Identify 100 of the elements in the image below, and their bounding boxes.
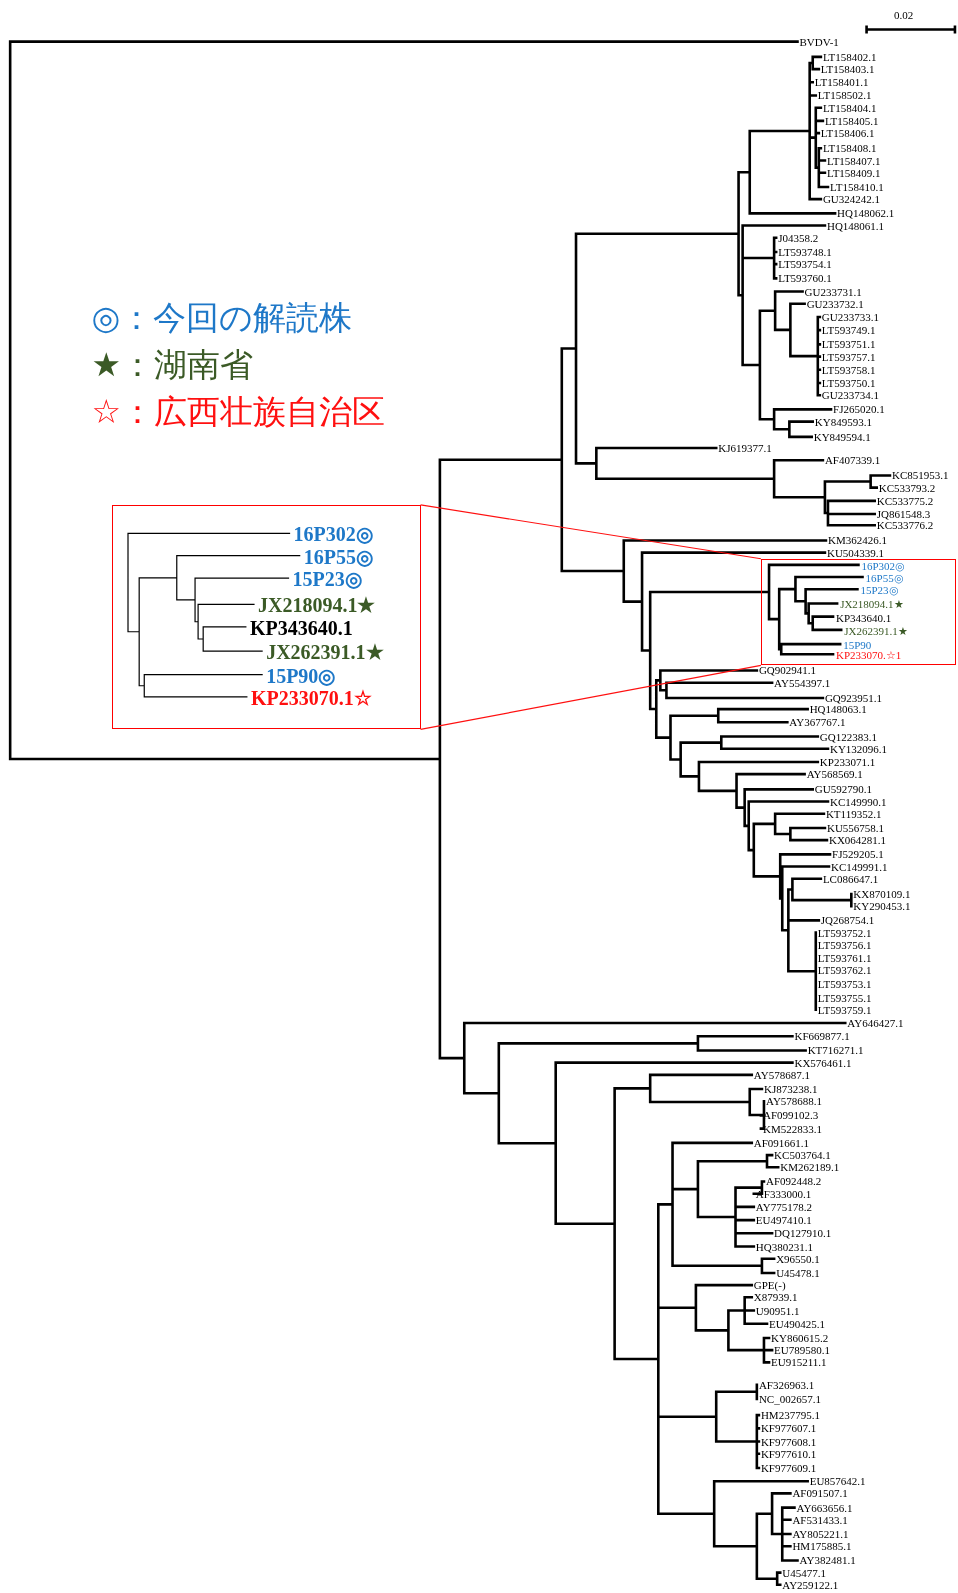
taxon-label: KC533793.2 (878, 482, 936, 494)
taxon-label: KF669877.1 (794, 1030, 850, 1042)
zoom-line (420, 664, 762, 730)
taxon-label: LT593754.1 (778, 258, 832, 270)
taxon-label: KX064281.1 (828, 834, 887, 846)
taxon-label: KY849593.1 (814, 416, 872, 428)
taxon-label: LT158402.1 (822, 51, 877, 63)
taxon-label: LT158502.1 (817, 90, 872, 101)
taxon-label: 16P55◎ (303, 546, 373, 567)
taxon-label: U45477.1 (782, 1567, 826, 1579)
taxon-label: AF531433.1 (792, 1514, 848, 1526)
taxon-label: LT593755.1 (817, 992, 872, 1004)
taxon-label: KU556758.1 (826, 822, 885, 834)
taxon-label: LT593752.1 (817, 927, 872, 939)
taxon-label: AY367767.1 (789, 716, 846, 728)
taxon-label: AY646427.1 (847, 1017, 904, 1029)
taxon-label: LT593759.1 (817, 1004, 872, 1016)
taxon-label: KF977607.1 (760, 1422, 817, 1434)
legend-text: ◎：今回の解読株 (91, 300, 353, 334)
taxon-label: AF326963.1 (758, 1379, 815, 1391)
taxon-label: KM362426.1 (827, 534, 887, 546)
taxon-label: J04358.2 (778, 232, 819, 244)
taxon-label: 16P55◎ (865, 572, 904, 584)
taxon-label: LT158406.1 (820, 127, 875, 139)
taxon-label: LT593760.1 (778, 272, 832, 284)
taxon-label: LT158409.1 (826, 167, 881, 179)
taxon-label: HM237795.1 (760, 1409, 820, 1421)
taxon-label: KX576461.1 (794, 1057, 852, 1069)
taxon-label: AF091507.1 (792, 1487, 848, 1499)
taxon-label: EU857642.1 (809, 1475, 866, 1487)
taxon-label: FJ529205.1 (832, 848, 884, 860)
taxon-label: LT593756.1 (817, 939, 872, 951)
taxon-label: KM522833.1 (762, 1123, 822, 1135)
taxon-label: JQ861548.3 (876, 508, 931, 520)
taxon-label: EU789580.1 (774, 1344, 831, 1356)
taxon-label: U90951.1 (755, 1305, 800, 1316)
taxon-label: LT158410.1 (830, 181, 884, 193)
taxon-label: AY775178.2 (755, 1201, 812, 1213)
taxon-label: GQ923951.1 (824, 692, 883, 704)
taxon-label: KP233070.1☆ (250, 687, 372, 708)
taxon-label: LT158405.1 (824, 115, 879, 127)
taxon-label: KP343640.1 (249, 617, 353, 638)
taxon-label: AY805221.1 (792, 1528, 849, 1540)
taxon-label: AF091661.1 (753, 1137, 810, 1149)
taxon-label: KY290453.1 (853, 900, 911, 912)
taxon-label: LT593762.1 (817, 964, 872, 976)
taxon-label: BVDV-1 (799, 36, 839, 48)
taxon-label: EU497410.1 (755, 1214, 812, 1226)
taxon-label: KC149990.1 (830, 796, 887, 808)
taxon-label: LT593757.1 (821, 351, 876, 363)
taxon-label: JX262391.1★ (266, 642, 384, 663)
zoom-line (420, 504, 762, 560)
zoom-box (111, 504, 421, 730)
taxon-label: AY663656.1 (796, 1502, 853, 1514)
taxon-label: GU233731.1 (804, 286, 862, 298)
taxon-label: LT158404.1 (822, 102, 877, 114)
taxon-label: LT158408.1 (822, 142, 877, 154)
taxon-label: KC533776.2 (876, 519, 934, 531)
taxon-label: AY382481.1 (799, 1554, 856, 1566)
taxon-label: JQ268754.1 (820, 914, 875, 926)
taxon-label: U45478.1 (776, 1267, 820, 1279)
taxon-label: KT119352.1 (825, 808, 882, 820)
taxon-label: KY860615.2 (771, 1332, 829, 1344)
taxon-label: 15P90◎ (266, 665, 336, 686)
taxon-label: HQ148063.1 (809, 703, 867, 715)
taxon-label: GQ902941.1 (758, 665, 816, 676)
taxon-label: DQ127910.1 (774, 1227, 832, 1239)
taxon-label: 16P302◎ (861, 560, 906, 572)
taxon-label: GQ122383.1 (819, 731, 877, 743)
taxon-label: GU233733.1 (821, 311, 879, 323)
zoom-box (760, 558, 956, 666)
taxon-label: LT593753.1 (817, 978, 872, 990)
legend-text: ☆：広西壮族自治区 (91, 394, 385, 428)
taxon-label: GPE(-) (753, 1279, 786, 1291)
taxon-label: KC851953.1 (891, 469, 949, 481)
taxon-label: AF092448.2 (766, 1176, 822, 1187)
taxon-label: LT593750.1 (821, 377, 876, 389)
taxon-label: AY578687.1 (753, 1069, 810, 1081)
scale-label: 0.02 (894, 9, 914, 21)
taxon-label: KF977609.1 (760, 1462, 817, 1474)
taxon-label: LT158407.1 (826, 155, 881, 166)
taxon-label: KP343640.1 (836, 612, 892, 624)
legend-text: ★：湖南省 (91, 347, 253, 381)
taxon-label: KP233070.☆1 (836, 649, 902, 661)
taxon-label: JX218094.1★ (840, 598, 904, 610)
taxon-label: HQ148061.1 (826, 220, 885, 232)
taxon-label: KJ619377.1 (718, 442, 772, 454)
taxon-label: GU592790.1 (814, 783, 872, 795)
taxon-label: JX262391.1★ (844, 625, 908, 637)
taxon-label: KC503764.1 (774, 1149, 831, 1161)
taxon-label: HQ148062.1 (837, 207, 895, 219)
taxon-label: LT593749.1 (821, 324, 876, 336)
taxon-label: LT593751.1 (821, 338, 876, 350)
taxon-label: 15P90 (843, 639, 872, 651)
taxon-label: X87939.1 (753, 1291, 798, 1303)
taxon-label: LT593761.1 (817, 952, 872, 964)
taxon-label: 16P302◎ (293, 524, 373, 545)
taxon-label: JX218094.1★ (258, 595, 376, 616)
taxon-label: KC533775.2 (876, 495, 934, 507)
taxon-label: X96550.1 (776, 1253, 820, 1265)
